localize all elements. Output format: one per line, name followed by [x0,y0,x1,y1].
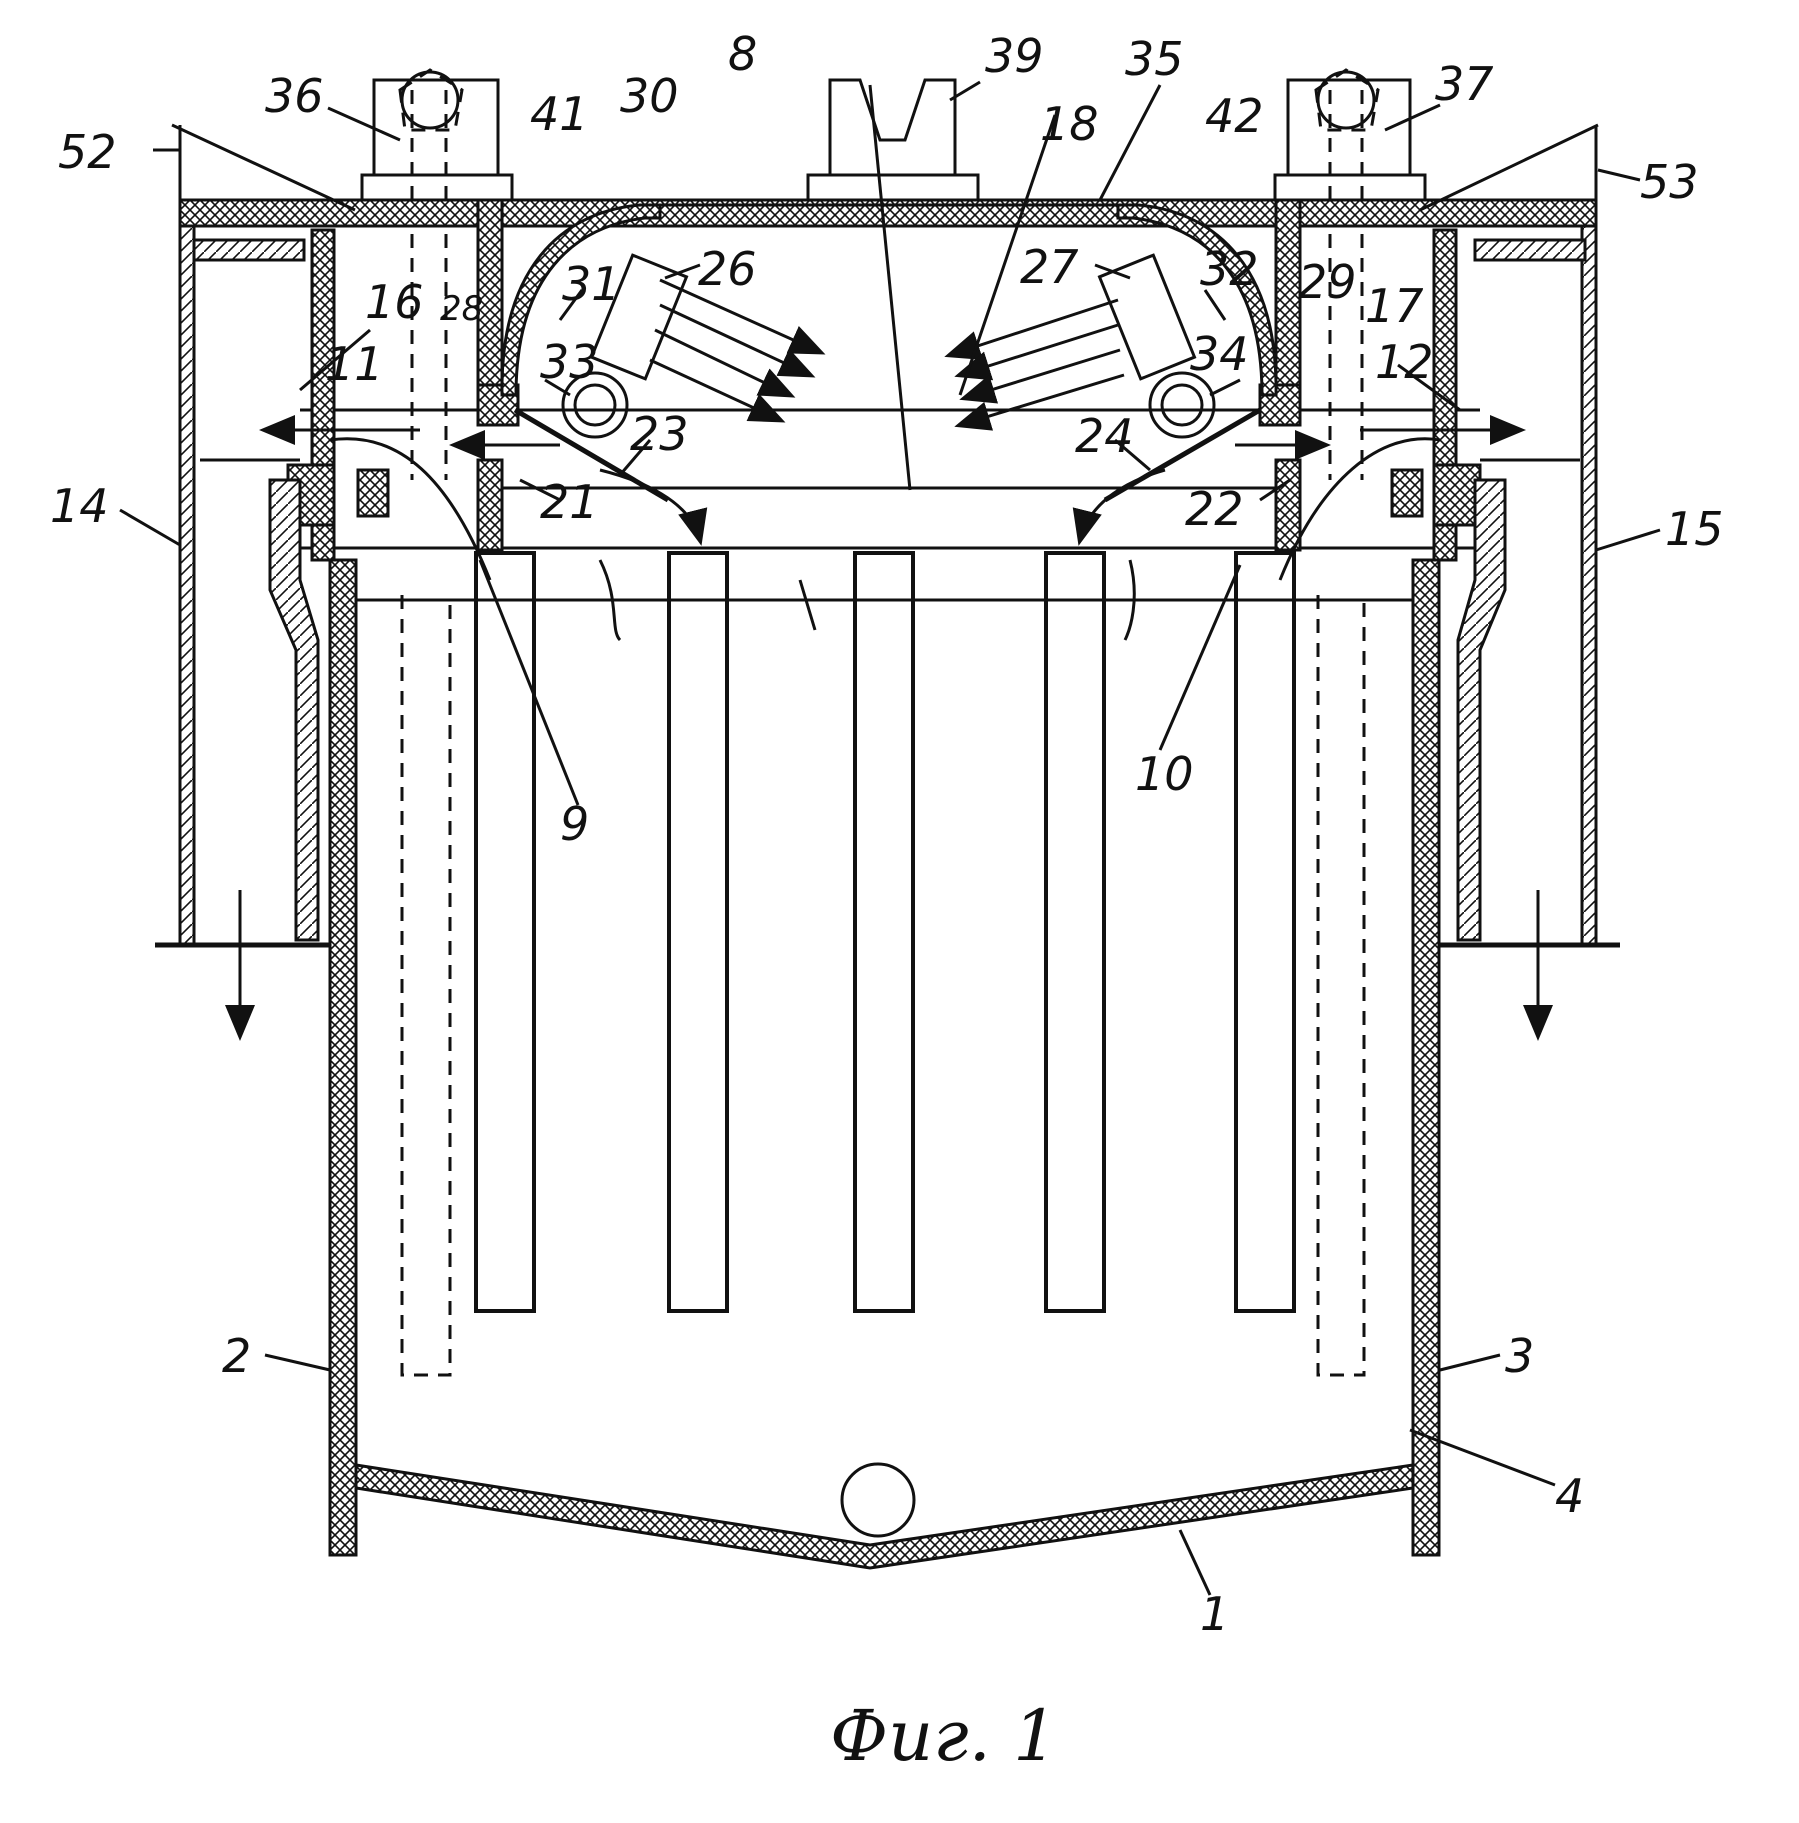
label-14: 14 [50,479,109,533]
label-39: 39 [985,29,1044,83]
label-33: 33 [540,335,599,389]
label-9: 9 [560,797,589,851]
label-36: 36 [265,69,324,123]
label-42: 42 [1205,89,1264,143]
label-53: 53 [1640,155,1699,209]
label-28: 28 [440,289,483,329]
label-30: 30 [620,69,679,123]
label-18: 18 [1040,97,1099,151]
label-32: 32 [1200,242,1259,296]
label-1: 1 [1200,1587,1229,1641]
label-22: 22 [1185,482,1244,536]
tank-left-wall [330,560,356,1555]
tank-right-wall [1413,560,1439,1555]
plates [476,553,1294,1311]
top-fitting-right [1275,70,1425,200]
label-16: 16 [365,275,424,329]
label-11: 11 [325,337,384,391]
label-27: 27 [1020,240,1079,294]
tank-bottom [356,1464,1413,1568]
label-52: 52 [58,125,117,179]
label-10: 10 [1135,747,1194,801]
label-23: 23 [630,407,689,461]
label-4: 4 [1555,1469,1584,1523]
label-24: 24 [1075,409,1134,463]
label-12: 12 [1375,335,1434,389]
label-3: 3 [1505,1329,1534,1383]
label-34: 34 [1190,327,1249,381]
label-17: 17 [1365,279,1424,333]
label-15: 15 [1665,502,1724,556]
label-37: 37 [1435,57,1494,111]
top-fitting-left [362,70,512,200]
label-41: 41 [530,87,589,141]
hood [502,205,1276,500]
label-21: 21 [540,475,599,529]
label-8: 8 [728,27,757,81]
label-35: 35 [1125,32,1184,86]
label-29: 29 [1298,255,1357,309]
figure-caption: Фиг. 1 [830,1695,1058,1777]
label-2: 2 [222,1329,251,1383]
label-26: 26 [698,242,757,296]
label-31: 31 [562,257,621,311]
